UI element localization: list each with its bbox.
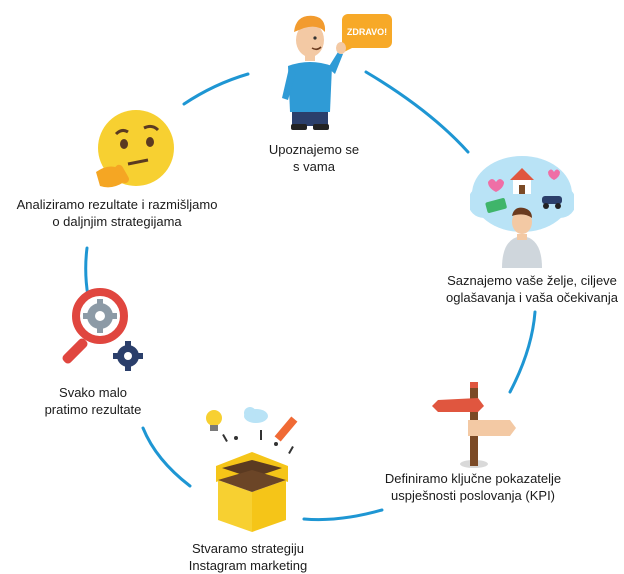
step-kpi-line-2: uspješnosti poslovanja (KPI) [390, 488, 556, 503]
magnifier-gears-icon [56, 286, 146, 381]
step-strategy-line-2: Instagram marketing [188, 558, 308, 573]
step-wishes-label: Saznajemo vaše želje, ciljeve oglašavanj… [442, 272, 622, 306]
arc-analyze-to-meet [182, 72, 250, 106]
arc-kpi-to-strategy [302, 508, 384, 522]
step-strategy-line-1: Stvaramo strategiju [192, 541, 304, 556]
step-meet-line-1: Upoznajemo se [268, 142, 360, 157]
thinking-person-cloud-icon [468, 150, 576, 273]
arc-meet-to-wishes [364, 70, 470, 154]
step-wishes-line-1: Saznajemo vaše želje, ciljeve [447, 273, 617, 288]
step-track-label: Svako malo pratimo rezultate [28, 384, 158, 418]
step-analyze-line-2: o daljnjim strategijama [52, 214, 182, 229]
idea-box-icon [196, 404, 308, 539]
waving-man-icon: ZDRAVO! [280, 8, 400, 139]
step-analyze-label: Analiziramo rezultate i razmišljamo o da… [6, 196, 228, 230]
step-track-line-1: Svako malo [59, 385, 127, 400]
step-track-line-2: pratimo rezultate [44, 402, 142, 417]
signpost-icon [428, 378, 520, 475]
step-wishes-line-2: oglašavanja i vaša očekivanja [446, 290, 618, 305]
thinking-emoji-icon [88, 106, 180, 201]
step-strategy-label: Stvaramo strategiju Instagram marketing [178, 540, 318, 574]
bubble-text: ZDRAVO! [347, 27, 387, 37]
step-kpi-line-1: Definiramo ključne pokazatelje [384, 471, 562, 486]
arc-strategy-to-track [141, 426, 192, 488]
step-analyze-line-1: Analiziramo rezultate i razmišljamo [16, 197, 218, 212]
step-meet-label: Upoznajemo se s vama [258, 141, 370, 175]
arc-wishes-to-kpi [508, 310, 537, 394]
speech-bubble: ZDRAVO! [340, 14, 392, 54]
step-kpi-label: Definiramo ključne pokazatelje uspješnos… [380, 470, 566, 504]
step-meet-line-2: s vama [293, 159, 335, 174]
